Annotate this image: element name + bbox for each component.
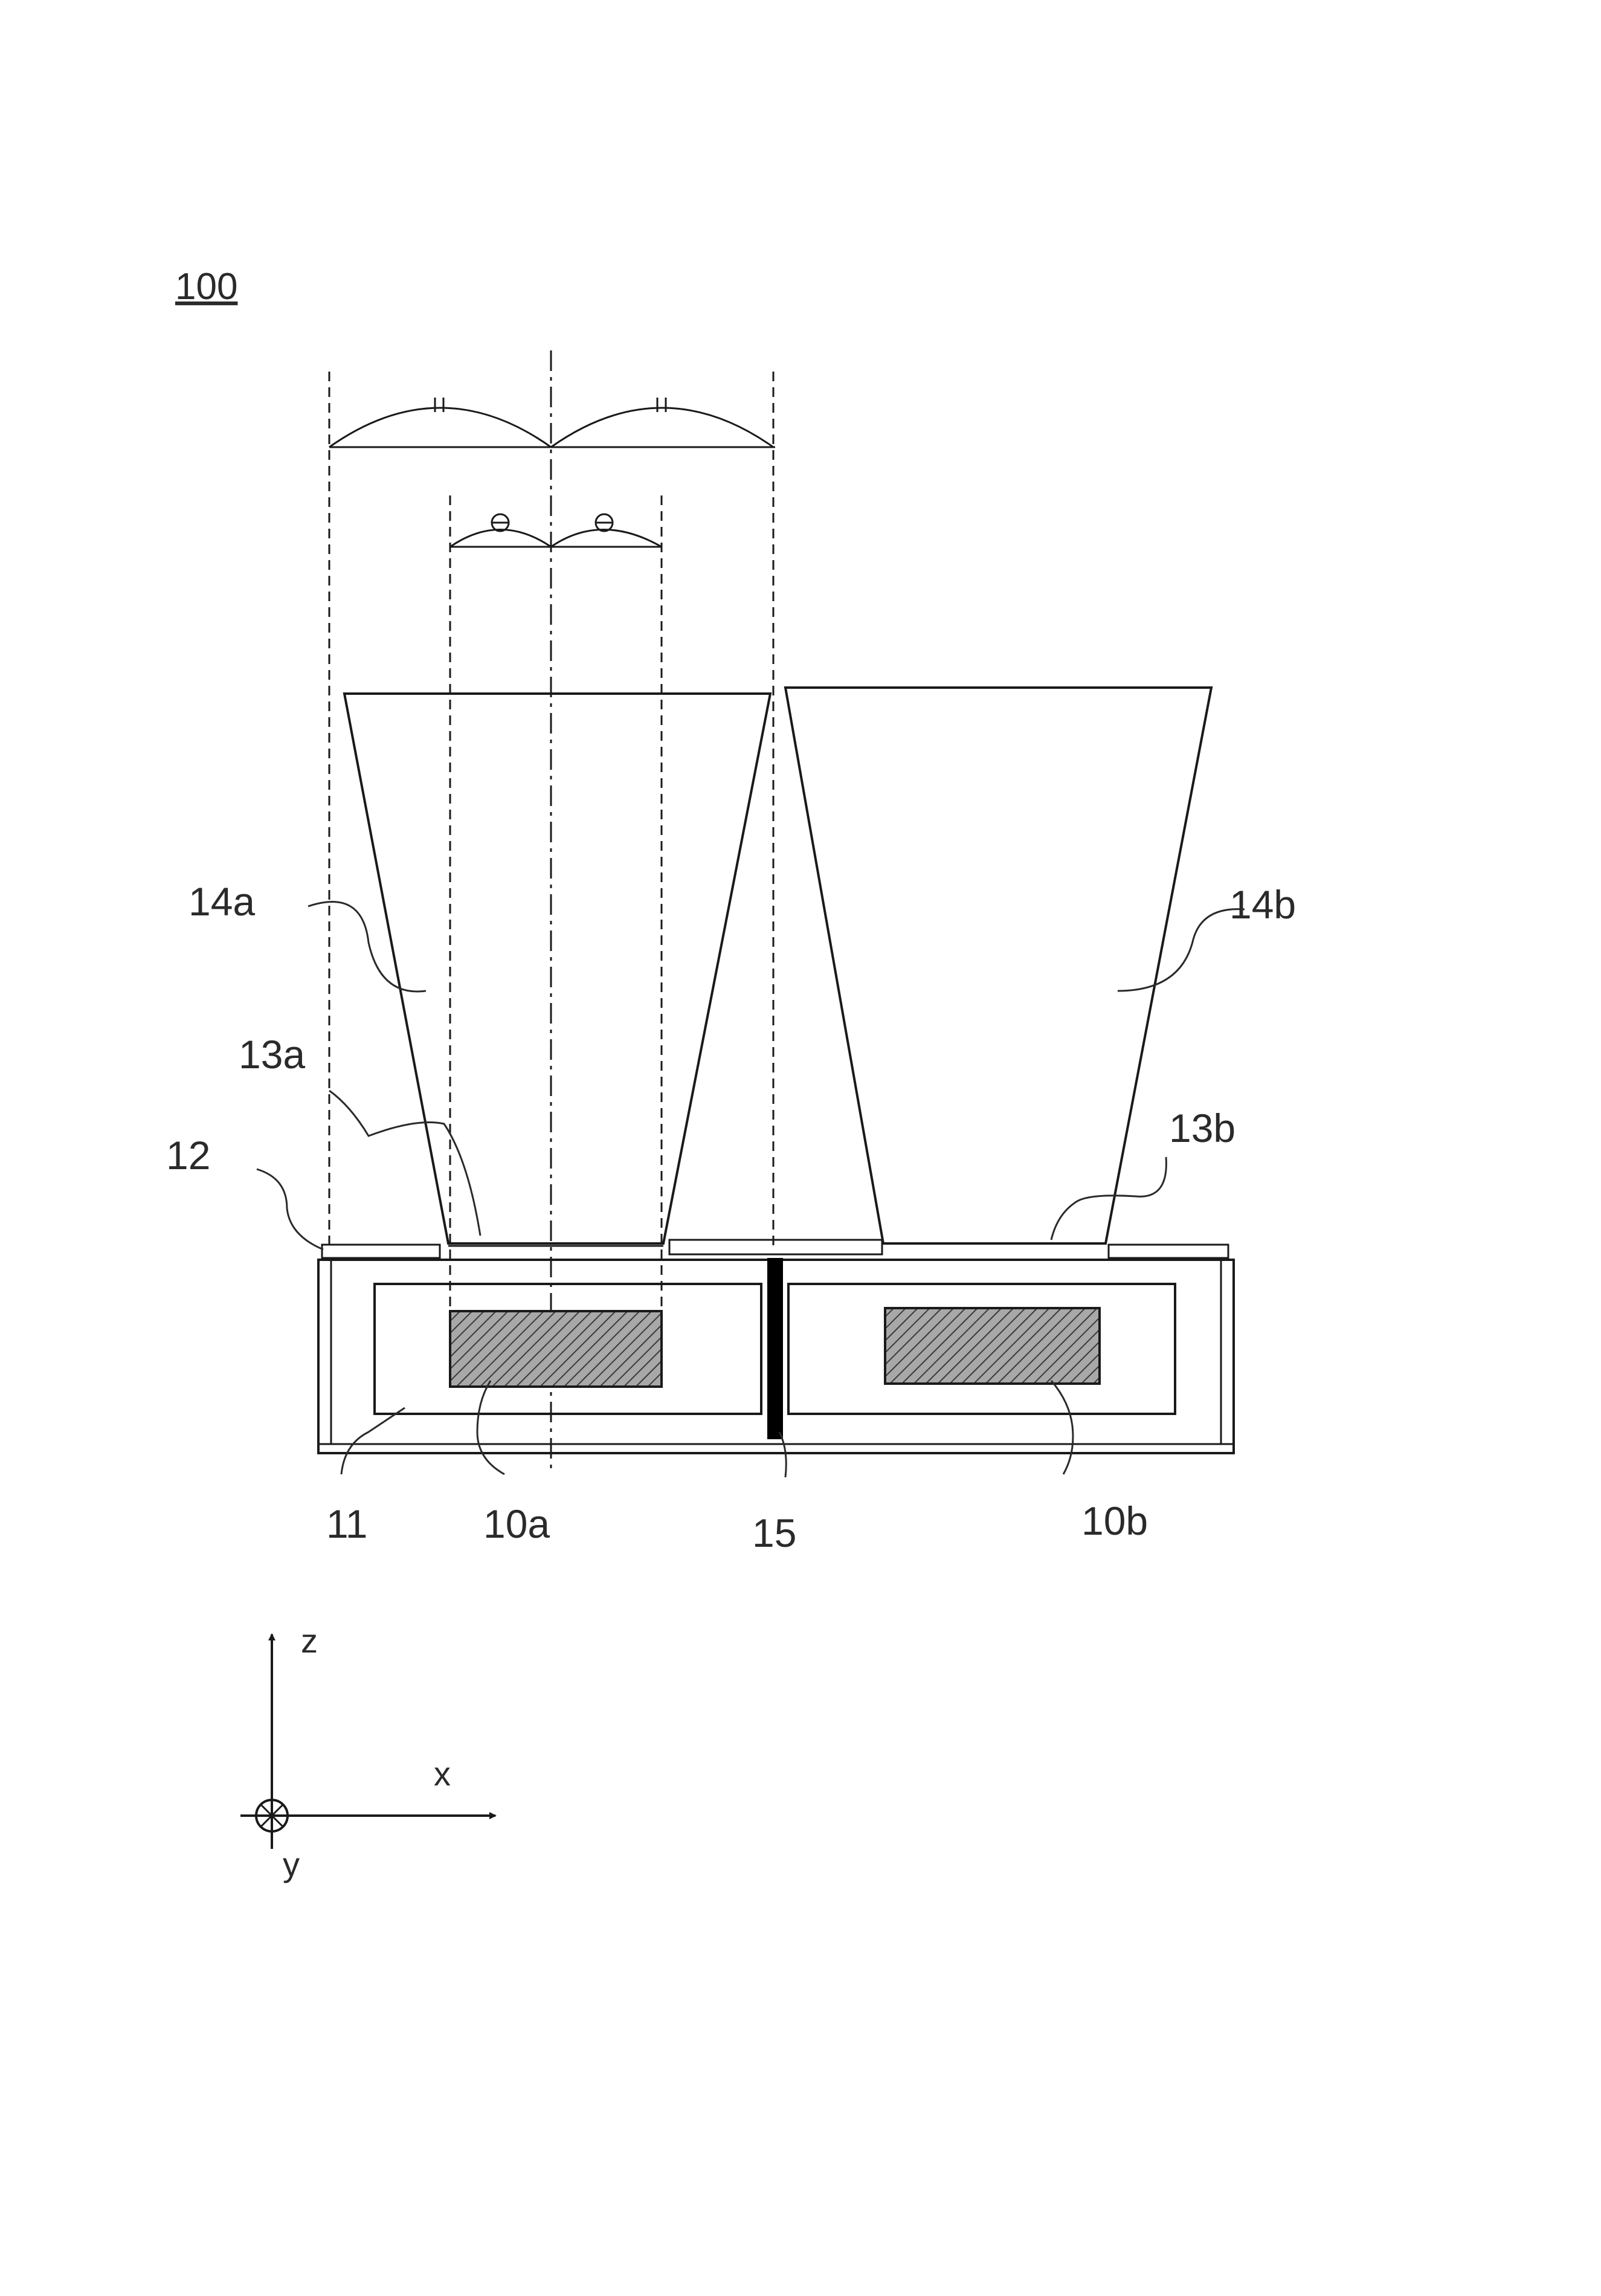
- label-element-a: 10a: [483, 1501, 550, 1546]
- leader-element-b: [1050, 1380, 1074, 1475]
- axis-label-z: z: [301, 1622, 318, 1660]
- dimension-horn-aperture: [329, 398, 775, 448]
- leader-horn-a: [308, 901, 427, 993]
- label-partition: 15: [752, 1511, 796, 1555]
- leader-element-a: [476, 1380, 505, 1475]
- leader-housing: [340, 1407, 405, 1475]
- y-axis-into-page-icon: [255, 1799, 289, 1833]
- figure-number: 100: [175, 266, 237, 308]
- label-plate: 12: [166, 1133, 210, 1178]
- coordinate-axes: z x y: [240, 1622, 497, 1883]
- dimension-element-width: [449, 513, 662, 548]
- leader-plate: [256, 1168, 324, 1251]
- element-a: [449, 1310, 663, 1388]
- label-horn-a: 14a: [188, 879, 255, 924]
- leader-aperture-b: [1050, 1156, 1167, 1240]
- projection-lines: [328, 350, 775, 1474]
- horn-b: [784, 686, 1213, 1245]
- label-aperture-b: 13b: [1169, 1106, 1235, 1150]
- horn-a: [343, 692, 772, 1245]
- label-element-b: 10b: [1081, 1498, 1148, 1543]
- leader-aperture-a: [329, 1089, 482, 1236]
- leader-partition: [778, 1431, 787, 1478]
- axis-label-y: y: [283, 1845, 300, 1883]
- partition: [767, 1258, 783, 1439]
- element-b: [884, 1307, 1101, 1385]
- label-horn-b: 14b: [1229, 882, 1296, 927]
- axis-label-x: x: [434, 1755, 451, 1793]
- leader-horn-b: [1117, 908, 1245, 992]
- label-aperture-a: 13a: [239, 1032, 305, 1077]
- plate: [321, 1239, 1229, 1259]
- label-housing: 11: [326, 1501, 368, 1546]
